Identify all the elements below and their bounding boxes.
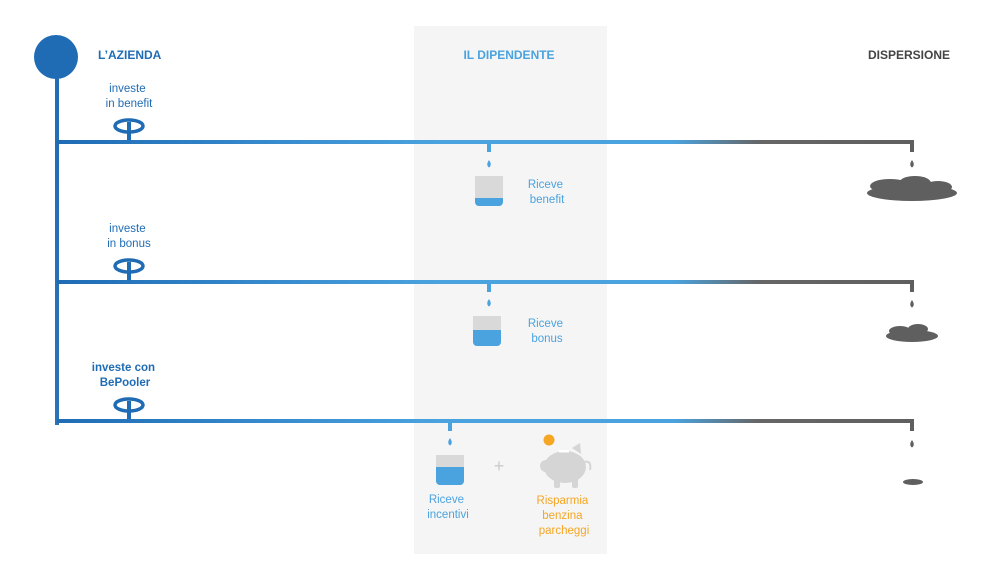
pipe — [57, 280, 914, 284]
invest-label: investe con BePooler — [92, 362, 158, 389]
invest-label: investe in benefit — [106, 83, 153, 110]
drop-icon — [910, 160, 914, 168]
puddle-icon — [886, 324, 938, 342]
drip-pipe — [487, 144, 491, 152]
coin-icon — [543, 434, 555, 446]
header-company: L’AZIENDA — [98, 48, 162, 62]
invest-label: investe in bonus — [107, 223, 151, 250]
puddle-icon — [867, 176, 957, 201]
glass-icon — [475, 176, 503, 206]
flow-row-bonus: investe in bonus Riceve bonus — [57, 223, 938, 346]
drop-icon — [487, 299, 491, 307]
pipe-end — [910, 419, 914, 431]
saving-label: Risparmia benzina parcheggi — [537, 495, 592, 537]
receive-label: Riceve bonus — [528, 318, 566, 345]
main-vertical-pipe — [55, 75, 59, 425]
pipe — [57, 140, 914, 144]
company-source-circle — [34, 35, 78, 79]
valve-icon[interactable] — [113, 258, 145, 280]
drip-pipe — [487, 284, 491, 292]
piggy-bank-icon — [540, 443, 592, 488]
plus-sign: + — [494, 456, 505, 476]
flow-row-bepooler: investe con BePooler Riceve incentivi + — [57, 362, 923, 537]
valve-icon[interactable] — [113, 118, 145, 140]
drop-icon — [487, 160, 491, 168]
puddle-icon — [903, 479, 923, 485]
valve-icon[interactable] — [113, 397, 145, 419]
glass-icon — [436, 455, 464, 485]
pipe-end — [910, 140, 914, 152]
header-employee: IL DIPENDENTE — [463, 48, 554, 62]
header-dispersion: DISPERSIONE — [868, 48, 950, 62]
glass-icon — [473, 316, 501, 346]
drop-icon — [910, 300, 914, 308]
flow-row-benefit: investe in benefit Riceve benefit — [57, 83, 957, 206]
drip-pipe — [448, 423, 452, 431]
drop-icon — [910, 440, 914, 448]
receive-label: Riceve incentivi — [427, 494, 469, 521]
receive-label: Riceve benefit — [528, 179, 566, 206]
drop-icon — [448, 438, 452, 446]
pipe-end — [910, 280, 914, 292]
pipe — [57, 419, 914, 423]
